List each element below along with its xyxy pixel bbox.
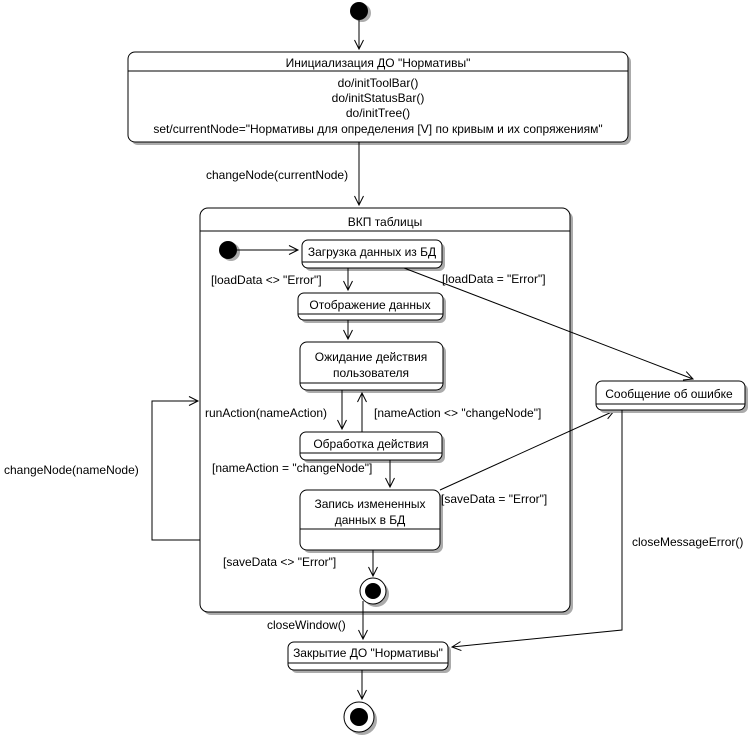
- state-save-title-line2: данных в БД: [335, 513, 406, 527]
- label-change-node-name: changeNode(nameNode): [4, 463, 139, 477]
- state-init-action-1: do/initToolBar(): [338, 76, 419, 90]
- state-save-box: [299, 489, 441, 551]
- final-state-inner-dot: [365, 583, 381, 599]
- state-vkp-box: [199, 207, 571, 613]
- state-vkp: ВКП таблицы: [199, 207, 573, 615]
- state-process-title: Обработка действия: [313, 437, 428, 451]
- state-error-box: [595, 380, 746, 411]
- final-state-inner: [359, 577, 389, 607]
- initial-state-top-dot: [350, 2, 368, 20]
- label-save-ok: [saveData <> "Error"]: [223, 555, 336, 569]
- state-init-action-2: do/initStatusBar(): [332, 91, 425, 105]
- state-init-title: Инициализация ДО "Нормативы": [286, 56, 471, 70]
- final-state-bottom: [343, 701, 377, 735]
- label-close-window: closeWindow(): [267, 618, 346, 632]
- state-wait-box: [299, 341, 444, 391]
- state-wait-title-line1: Ожидание действия: [315, 350, 428, 364]
- label-save-error: [saveData = "Error"]: [441, 492, 547, 506]
- label-load-ok: [loadData <> "Error"]: [211, 273, 322, 287]
- state-load-box: [301, 239, 443, 269]
- state-display: Отображение данных: [297, 292, 446, 323]
- label-name-action-ne: [nameAction <> "changeNode"]: [374, 406, 541, 420]
- state-wait: Ожидание действия пользователя: [299, 341, 446, 393]
- state-close-title: Закрытие ДО "Нормативы": [293, 646, 443, 660]
- state-save: Запись измененных данных в БД: [299, 489, 443, 553]
- initial-state-inner: [219, 241, 240, 261]
- state-display-box: [297, 292, 444, 321]
- state-vkp-title: ВКП таблицы: [348, 215, 423, 229]
- state-load-title: Загрузка данных из БД: [308, 245, 436, 259]
- initial-state-inner-dot: [219, 241, 237, 259]
- state-save-title-line1: Запись измененных: [314, 497, 425, 511]
- transition-error-to-close: [450, 410, 623, 652]
- label-close-message-error: closeMessageError(): [632, 535, 743, 549]
- label-load-error: [loadData = "Error"]: [442, 272, 546, 286]
- state-load: Загрузка данных из БД: [301, 239, 445, 271]
- initial-state-top: [350, 2, 371, 22]
- state-close: Закрытие ДО "Нормативы": [287, 641, 451, 673]
- state-display-title: Отображение данных: [309, 298, 430, 312]
- state-init: Инициализация ДО "Нормативы" do/initTool…: [127, 51, 631, 145]
- state-error-title: Сообщение об ошибке: [605, 387, 733, 401]
- label-change-node-current: changeNode(currentNode): [206, 168, 348, 182]
- state-wait-title-line2: пользователя: [333, 366, 409, 380]
- transition-vkp-self-loop: [151, 396, 200, 541]
- label-name-action-eq: [nameAction = "changeNode"]: [212, 461, 372, 475]
- transition-load-to-error: [403, 267, 695, 381]
- state-init-action-4: set/currentNode="Нормативы для определен…: [153, 122, 602, 136]
- label-run-action: runAction(nameAction): [205, 406, 327, 420]
- final-state-bottom-dot: [350, 708, 368, 726]
- state-process: Обработка действия: [299, 431, 445, 463]
- transition-save-to-error: [439, 410, 616, 491]
- state-init-box: [127, 51, 629, 143]
- state-init-action-3: do/initTree(): [346, 106, 410, 120]
- state-error: Сообщение об ошибке: [595, 380, 748, 413]
